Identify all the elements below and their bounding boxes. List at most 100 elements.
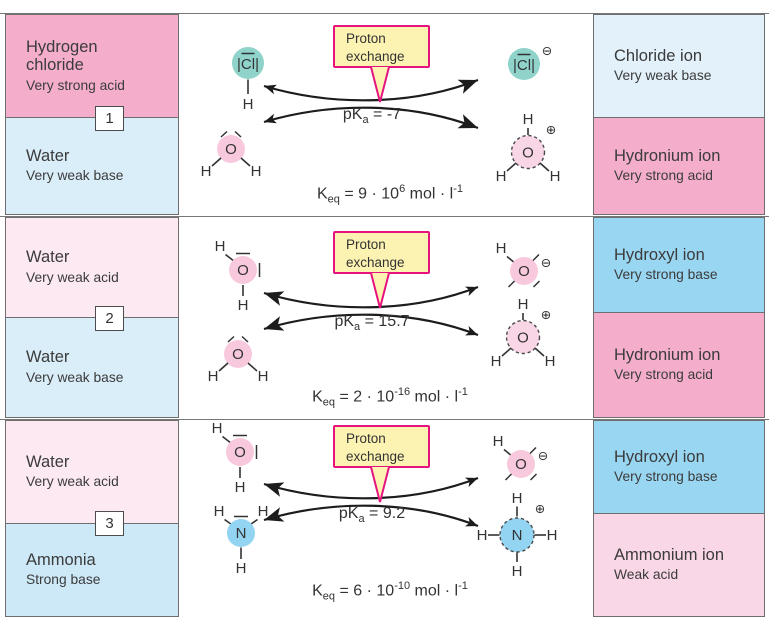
water-acid-cell-row3: Water Very weak acid [5,420,179,524]
substance-name: Ammonia [26,550,96,569]
negative-charge-icon: ⊖ [542,43,552,58]
atom-h: H [550,168,561,185]
proton-exchange-callout: Proton exchange [333,231,430,274]
atom-h: H [251,163,262,180]
atom-h: H [545,353,556,370]
equilibrium-arrows-row2 [261,282,480,340]
atom-n: N [512,527,523,544]
atom-h: H [491,353,502,370]
atom-h: H [243,96,254,113]
equilibrium-arrows-row3 [261,473,480,531]
atom-h: H [496,168,507,185]
callout-tail-pointer [370,272,390,309]
atom-h: H [215,239,226,255]
atom-h: H [235,479,246,496]
negative-charge-icon: ⊖ [541,255,551,270]
ammonium-ion: H ⊕ N H H H [477,491,558,580]
pka-value-row2: pKa = 15.7 [334,313,410,334]
callout-tail-pointer [370,466,390,503]
top-border-line [0,13,769,14]
callout-text: Proton [346,431,386,446]
substance-name: Water [26,452,70,471]
ammonia-molecule: H H N H [214,503,269,577]
water-molecule-vertical: H O H [212,421,258,496]
substance-strength: Very weak acid [26,269,119,285]
hydronium-ion-cell-row1: Hydronium ion Very strong acid [593,117,765,215]
substance-strength: Very weak acid [26,474,119,490]
callout-text: Proton [346,31,386,46]
atom-o: O [237,262,249,279]
keq-value-row2: Keq = 2 · 10-16 mol · l-1 [312,386,468,409]
pka-value-row3: pKa = 9.2 [338,505,406,526]
hydronium-ion-row2: H ⊕ O H H [491,296,556,370]
proton-exchange-callout: Proton exchange [333,425,430,468]
chloride-ion: |Cl| ⊖ [508,43,552,80]
atom-h: H [512,491,523,507]
atom-h: H [496,241,507,257]
positive-charge-icon: ⊕ [541,307,551,322]
callout-text: exchange [346,48,405,64]
hydronium-ion-row1: H ⊕ O H H [496,111,561,185]
atom-h: H [236,560,247,577]
substance-name: Chloride ion [614,46,703,65]
positive-charge-icon: ⊕ [535,501,545,516]
pka-value-row1: pKa = -7 [342,106,402,127]
row-divider-1-2 [0,216,769,217]
water-acid-cell-row2: Water Very weak acid [5,217,179,318]
atom-h: H [258,503,269,520]
atom-n: N [236,525,247,542]
water-base-cell-row1: Water Very weak base [5,117,179,215]
substance-name: Water [26,348,70,367]
callout-text: exchange [346,254,405,270]
substance-strength: Very strong base [614,469,718,485]
substance-strength: Weak acid [614,567,679,583]
substance-strength: Very weak base [26,168,124,184]
atom-h: H [201,163,212,180]
atom-cl: |Cl| [237,56,259,73]
positive-charge-icon: ⊕ [546,122,556,137]
atom-h: H [258,368,269,385]
substance-name: Water [26,248,70,267]
hydroxyl-ion-cell-row3: Hydroxyl ion Very strong base [593,420,765,514]
atom-o: O [234,444,246,461]
negative-charge-icon: ⊖ [538,448,548,463]
atom-h: H [208,368,219,385]
substance-name: Hydrogen chloride [26,37,98,75]
atom-h: H [212,421,223,437]
atom-h: H [214,503,225,520]
hydroxyl-ion-cell-row2: Hydroxyl ion Very strong base [593,217,765,313]
atom-o: O [515,456,527,473]
hydroxyl-ion-row3: H O ⊖ [493,434,548,481]
atom-h: H [493,434,504,450]
reaction-number-badge-2: 2 [95,306,124,331]
keq-value-row3: Keq = 6 · 10-10 mol · l-1 [312,580,468,603]
atom-h: H [518,296,529,313]
atom-h: H [512,563,523,580]
substance-name: Water [26,146,70,165]
substance-strength: Very strong base [614,267,718,283]
substance-strength: Very strong acid [614,168,713,184]
atom-h: H [547,527,558,544]
substance-strength: Very weak base [26,369,124,385]
substance-strength: Very weak base [614,68,712,84]
atom-o: O [232,346,244,363]
atom-o: O [522,145,534,162]
substance-name: Hydroxyl ion [614,245,705,264]
atom-o: O [518,263,530,280]
atom-cl: |Cl| [513,57,535,74]
water-molecule-bent: O H H [208,335,269,385]
row-divider-2-3 [0,419,769,420]
substance-strength: Very strong acid [614,367,713,383]
substance-strength: Strong base [26,572,101,588]
atom-o: O [225,141,237,158]
substance-strength: Very strong acid [26,77,125,93]
hydroxyl-ion-row2: H O ⊖ [496,241,551,288]
water-base-cell-row2: Water Very weak base [5,317,179,418]
atom-h: H [477,527,488,544]
substance-name: Hydronium ion [614,345,721,364]
substance-name: Hydronium ion [614,146,721,165]
ammonia-cell: Ammonia Strong base [5,523,179,617]
water-molecule-vertical: H O H [215,239,261,314]
keq-value-row1: Keq = 9 · 106 mol · l-1 [317,183,463,206]
